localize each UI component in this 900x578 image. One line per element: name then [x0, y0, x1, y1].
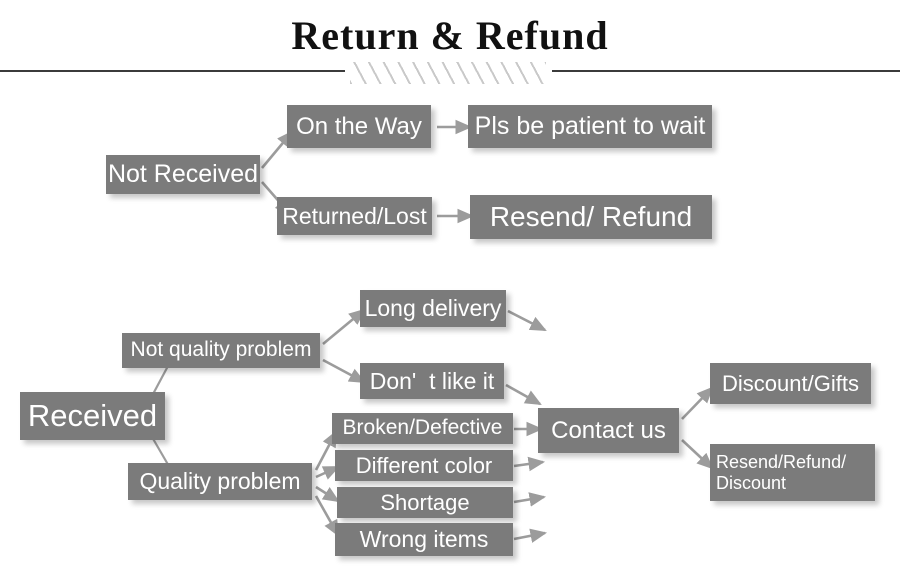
- divider-rule-right: [552, 70, 900, 72]
- node-resend-refund[interactable]: Resend/ Refund: [470, 195, 712, 239]
- node-pls-be-patient-to-wait[interactable]: Pls be patient to wait: [468, 105, 712, 148]
- node-resend-refund-discount[interactable]: Resend/Refund/ Discount: [710, 444, 875, 501]
- node-different-color[interactable]: Different color: [335, 450, 513, 481]
- header-divider: [0, 62, 900, 84]
- node-long-delivery[interactable]: Long delivery: [360, 290, 506, 327]
- page-title: Return & Refund: [291, 13, 609, 58]
- node-wrong-items[interactable]: Wrong items: [335, 523, 513, 556]
- node-shortage[interactable]: Shortage: [337, 487, 513, 518]
- node-received[interactable]: Received: [20, 392, 165, 440]
- node-quality-problem[interactable]: Quality problem: [128, 463, 312, 500]
- divider-rule-left: [0, 70, 345, 72]
- node-not-received[interactable]: Not Received: [106, 155, 260, 194]
- node-not-quality-problem[interactable]: Not quality problem: [122, 333, 320, 368]
- node-broken-defective[interactable]: Broken/Defective: [332, 413, 513, 444]
- node-on-the-way[interactable]: On the Way: [287, 105, 431, 148]
- node-discount-gifts[interactable]: Discount/Gifts: [710, 363, 871, 404]
- node-returned-lost[interactable]: Returned/Lost: [277, 197, 432, 235]
- diagonal-hatch-ornament-icon: [350, 62, 546, 84]
- node-dont-like-it[interactable]: Don' t like it: [360, 363, 504, 399]
- node-contact-us[interactable]: Contact us: [538, 408, 679, 453]
